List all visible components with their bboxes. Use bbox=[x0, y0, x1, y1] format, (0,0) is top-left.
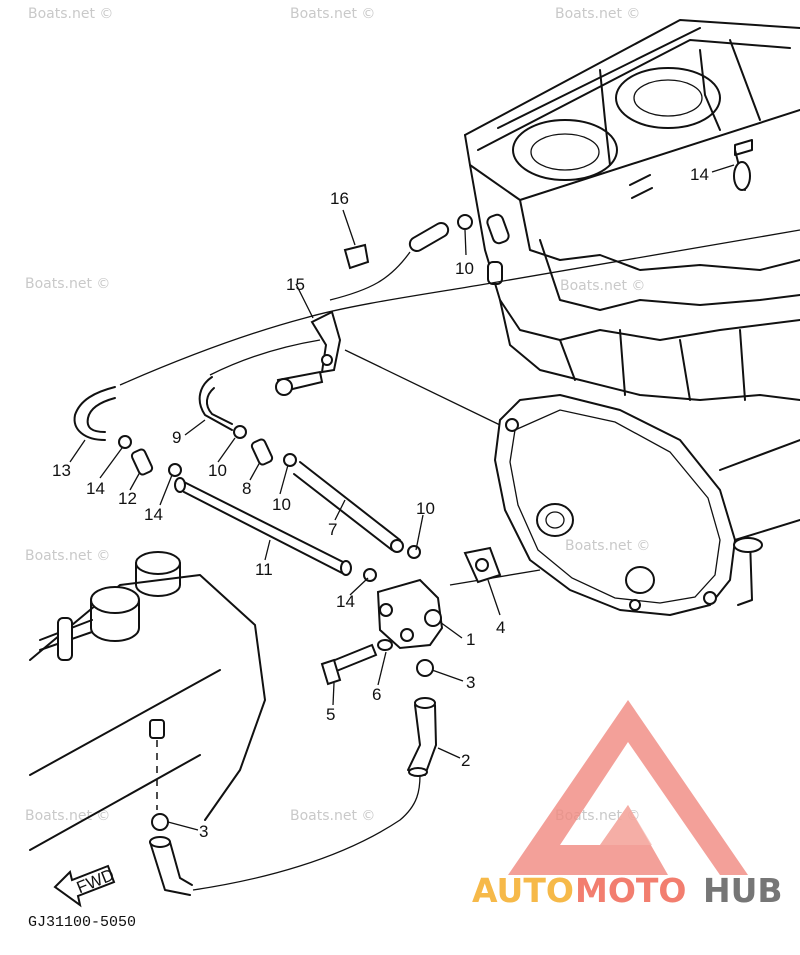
callout-4: 4 bbox=[496, 618, 505, 637]
oil-tank bbox=[29, 551, 266, 851]
watermark-text: Boats.net © bbox=[25, 548, 110, 564]
callout-16: 16 bbox=[330, 189, 349, 208]
fwd-label: FWD bbox=[74, 865, 117, 897]
callout-14: 14 bbox=[336, 592, 355, 611]
watermark-text: Boats.net © bbox=[290, 808, 375, 824]
callout-10: 10 bbox=[416, 499, 435, 518]
callout-2: 2 bbox=[461, 751, 470, 770]
watermark-text: Boats.net © bbox=[555, 6, 640, 22]
logo-text-auto: AUTO bbox=[472, 871, 574, 910]
callout-3: 3 bbox=[199, 822, 208, 841]
callout-1: 1 bbox=[466, 630, 475, 649]
callout-10: 10 bbox=[208, 461, 227, 480]
logo-text-moto: MOTO bbox=[575, 871, 686, 910]
logo-triangle-icon bbox=[508, 700, 748, 875]
watermark-layer: Boats.net © Boats.net © Boats.net © Boat… bbox=[25, 6, 650, 824]
callout-7: 7 bbox=[328, 520, 337, 539]
watermark-text: Boats.net © bbox=[25, 276, 110, 292]
logo-text-hub: HUB bbox=[703, 871, 783, 910]
callout-14: 14 bbox=[144, 505, 163, 524]
watermark-text: Boats.net © bbox=[560, 278, 645, 294]
forward-direction-arrow: FWD bbox=[53, 864, 117, 908]
watermark-text: Boats.net © bbox=[25, 808, 110, 824]
engine-block bbox=[464, 19, 800, 401]
callout-9: 9 bbox=[172, 428, 181, 447]
callout-5: 5 bbox=[326, 705, 335, 724]
callout-10: 10 bbox=[272, 495, 291, 514]
callout-13: 13 bbox=[52, 461, 71, 480]
callout-3: 3 bbox=[466, 673, 475, 692]
gear-cover bbox=[494, 394, 800, 616]
callout-layer: 16 10 14 15 13 14 12 14 9 10 8 10 7 11 1… bbox=[52, 165, 709, 841]
callout-8: 8 bbox=[242, 479, 251, 498]
callout-14: 14 bbox=[86, 479, 105, 498]
hose-routing bbox=[73, 214, 800, 896]
callout-12: 12 bbox=[118, 489, 137, 508]
watermark-text: Boats.net © bbox=[290, 6, 375, 22]
callout-11: 11 bbox=[255, 560, 273, 579]
watermark-text: Boats.net © bbox=[565, 538, 650, 554]
drawing-code: GJ31100-5050 bbox=[28, 914, 136, 931]
leader-lines bbox=[69, 164, 735, 831]
callout-15: 15 bbox=[286, 275, 305, 294]
callout-10: 10 bbox=[455, 259, 474, 278]
callout-6: 6 bbox=[372, 685, 381, 704]
watermark-text: Boats.net © bbox=[28, 6, 113, 22]
automotohub-logo: AUTO MOTO HUB bbox=[472, 700, 783, 910]
callout-14: 14 bbox=[690, 165, 709, 184]
